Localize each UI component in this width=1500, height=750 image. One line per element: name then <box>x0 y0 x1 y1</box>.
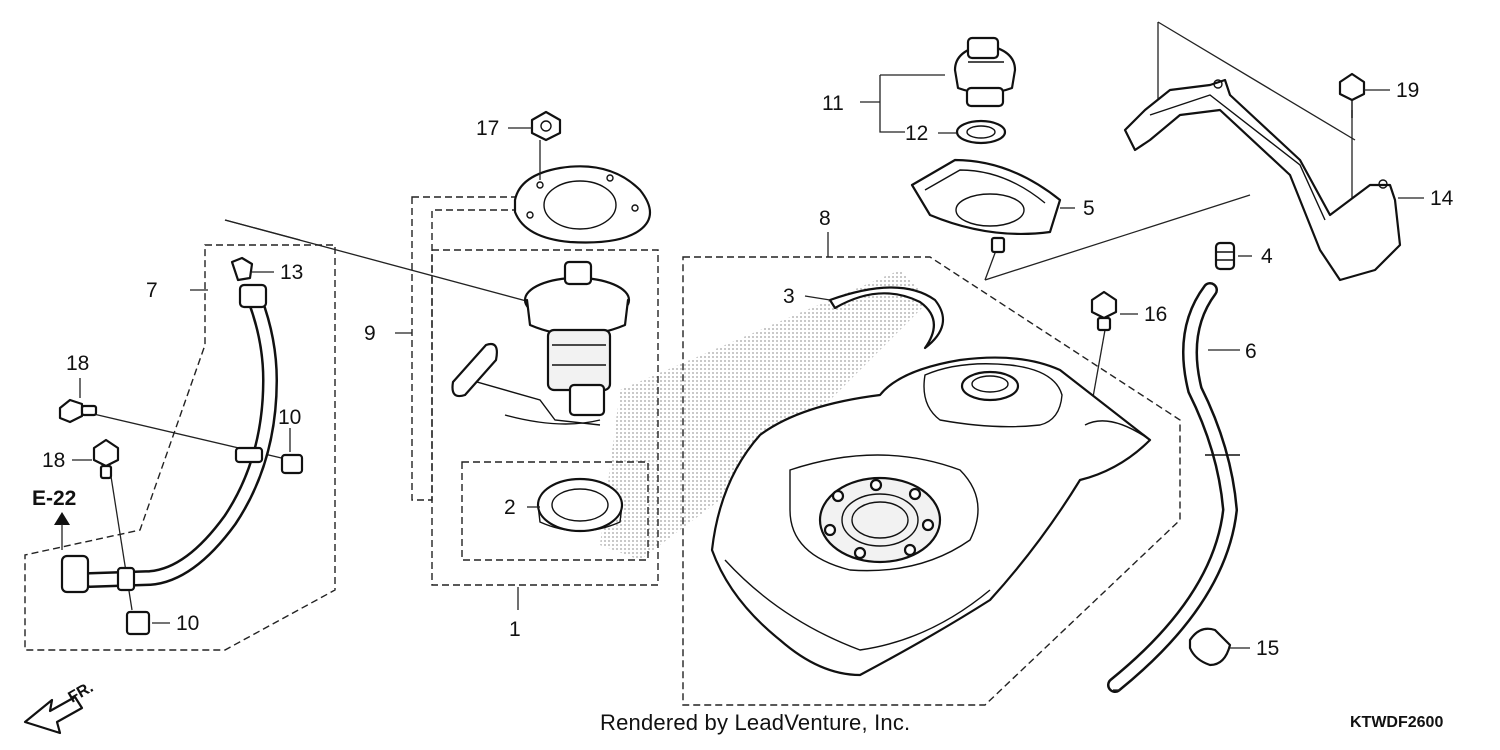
group-box-pump <box>431 249 659 586</box>
leader-4-tank <box>984 194 1251 281</box>
filler-cap-part-11[interactable] <box>953 36 1017 108</box>
fuel-pump-assembly[interactable] <box>451 260 631 426</box>
tank-seal-ring-part-3[interactable] <box>828 286 945 350</box>
filler-gasket-part-12[interactable] <box>955 119 1007 145</box>
reference-e22[interactable]: E-22 <box>32 487 76 510</box>
bolt-part-18-upper[interactable] <box>58 398 98 424</box>
callout-19: 19 <box>1396 79 1419 102</box>
fuel-tank-part-8[interactable] <box>710 356 1152 677</box>
callout-5: 5 <box>1083 197 1095 220</box>
callout-4: 4 <box>1261 245 1273 268</box>
callout-6: 6 <box>1245 340 1257 363</box>
callout-1: 1 <box>509 618 521 641</box>
group-box-bracket <box>411 196 526 501</box>
pump-retaining-plate[interactable] <box>513 165 652 244</box>
callout-8: 8 <box>819 207 831 230</box>
front-direction-arrow: FR. <box>23 679 96 735</box>
render-credit: Rendered by LeadVenture, Inc. <box>600 710 911 735</box>
callout-15: 15 <box>1256 637 1279 660</box>
callout-7: 7 <box>146 279 158 302</box>
group-box-seal <box>461 461 649 561</box>
nut-part-17[interactable] <box>530 110 562 142</box>
callout-11: 11 <box>822 92 844 115</box>
callout-3: 3 <box>783 285 795 308</box>
grommet-part-4[interactable] <box>1214 241 1236 271</box>
clip-part-13[interactable] <box>230 256 254 282</box>
callout-16: 16 <box>1144 303 1167 326</box>
callout-18-lower: 18 <box>42 449 65 472</box>
bolt-part-19[interactable] <box>1338 72 1366 118</box>
reference-arrow <box>54 512 70 525</box>
callout-18-upper: 18 <box>66 352 89 375</box>
callout-17: 17 <box>476 117 499 140</box>
callout-10-lower: 10 <box>176 612 199 635</box>
bolt-part-18-lower[interactable] <box>92 438 120 480</box>
leader-13-tank <box>224 219 301 241</box>
bolt-part-16[interactable] <box>1090 290 1118 332</box>
breather-hose-part-6[interactable] <box>1107 282 1240 693</box>
callout-10-upper: 10 <box>278 406 301 429</box>
fuel-pump-seal-part-2[interactable] <box>536 477 624 533</box>
diagram-code: KTWDF2600 <box>1350 714 1444 731</box>
filler-neck-cover-part-5[interactable] <box>910 158 1062 254</box>
tank-bracket-part-14[interactable] <box>1123 78 1402 282</box>
hose-clip-part-15[interactable] <box>1188 627 1232 667</box>
fuel-hose-part-7[interactable] <box>60 283 279 594</box>
callout-14: 14 <box>1430 187 1454 210</box>
callout-12: 12 <box>905 122 928 145</box>
callout-2: 2 <box>504 496 516 519</box>
leader-14-diag <box>1157 21 1356 141</box>
clip-part-10-upper[interactable] <box>280 453 304 475</box>
group-box-tank <box>682 256 1181 706</box>
clip-part-10-lower[interactable] <box>125 610 151 636</box>
callout-13: 13 <box>280 261 303 284</box>
group-box-hose <box>24 244 336 651</box>
callout-9: 9 <box>364 322 376 345</box>
